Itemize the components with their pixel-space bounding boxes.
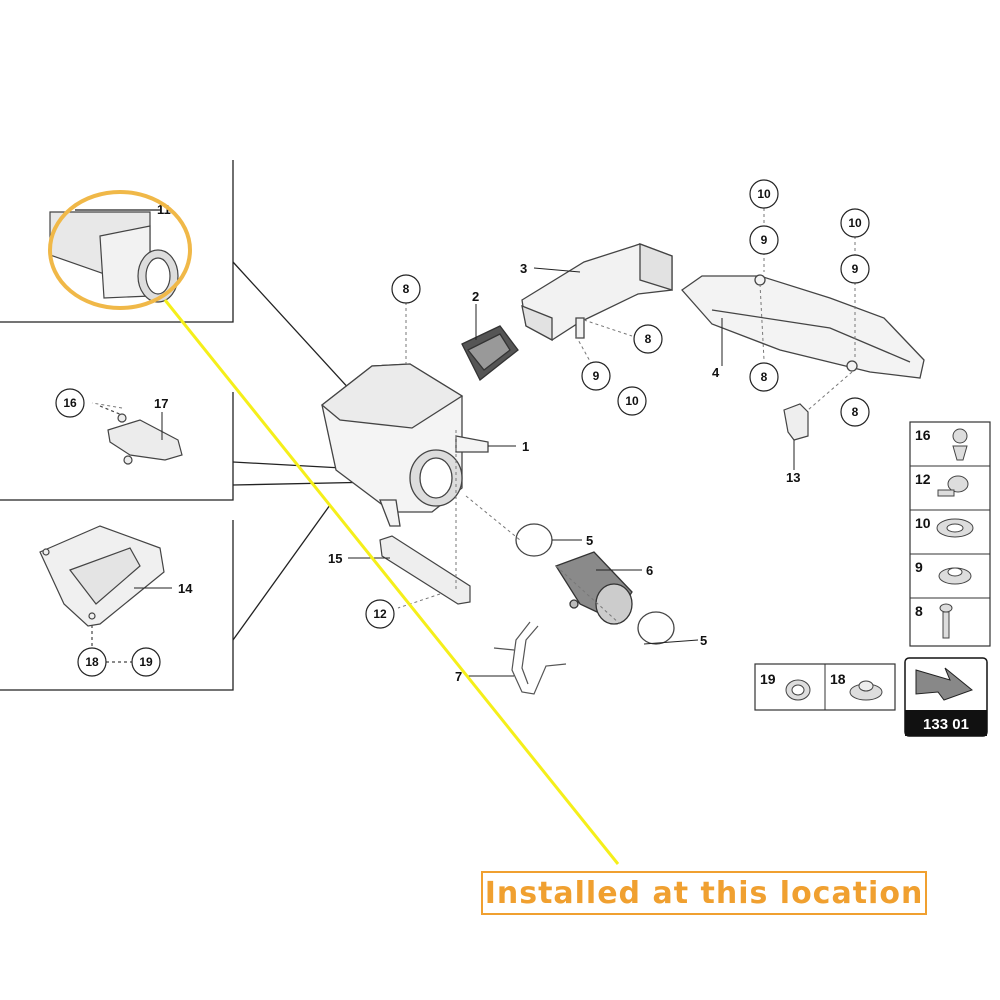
- spacer-icon: [938, 567, 972, 585]
- callout-label-16: 16: [63, 396, 77, 410]
- callout-box: Installed at this location: [481, 871, 927, 915]
- long-duct: [681, 274, 925, 379]
- part-label-4: 4: [712, 365, 720, 380]
- reference-code: 133 01: [923, 716, 969, 733]
- pointer-line: [163, 299, 620, 865]
- part-label-7: 7: [455, 669, 462, 684]
- rubber-sleeve: [555, 551, 633, 625]
- callout-10-top: [749, 179, 779, 209]
- part-label-3: 3: [520, 261, 527, 276]
- intake-duct: [521, 243, 673, 342]
- circled-callouts: [55, 179, 870, 677]
- bellows: [461, 325, 519, 382]
- callout-label-19: 19: [139, 655, 153, 669]
- grommet-icon: [936, 518, 974, 538]
- page-reference-badge: 133 01: [904, 657, 988, 737]
- part-label-5a: 5: [586, 533, 593, 548]
- hose-end-detail: [49, 209, 179, 303]
- nut-icon: [785, 679, 811, 701]
- part-label-2: 2: [472, 289, 479, 304]
- callout-8-right: [840, 397, 870, 427]
- callout-label-10-duct3: 10: [625, 394, 639, 408]
- callout-label-10-right: 10: [848, 216, 862, 230]
- callout-16: [55, 388, 85, 418]
- callout-label-18: 18: [85, 655, 99, 669]
- callout-label-8-duct4: 8: [761, 370, 768, 384]
- callout-label-8-right: 8: [852, 405, 859, 419]
- nut-washer-legend: 19 18: [754, 663, 896, 711]
- callout-8-duct4: [749, 362, 779, 392]
- callout-9-duct3: [581, 361, 611, 391]
- bolt-icon: [937, 475, 969, 497]
- callout-label-9-duct3: 9: [593, 369, 600, 383]
- sensor-detail: [99, 405, 183, 465]
- part-label-17: 17: [154, 396, 168, 411]
- detail-frames: [0, 160, 379, 691]
- circled-callout-labels: 8 8 9 10 10 9 10 9 8 8 16 18 19 12: [63, 187, 862, 669]
- legend-number-8: 8: [915, 603, 923, 619]
- legend-number-16: 16: [915, 427, 931, 443]
- air-filter-housing: [320, 363, 489, 527]
- reference-lines: [91, 208, 856, 625]
- callout-8-duct3: [633, 324, 663, 354]
- fastener-legend: 16 12 10 9 8: [909, 421, 991, 647]
- mount-bracket: [379, 535, 471, 605]
- legend-number-12: 12: [915, 471, 931, 487]
- pipe: [493, 621, 567, 695]
- part-label-14: 14: [178, 581, 193, 596]
- arrow-icon: [915, 667, 974, 701]
- washer-icon: [849, 680, 883, 701]
- part-label-13: 13: [786, 470, 800, 485]
- part-label-1: 1: [522, 439, 529, 454]
- highlight-ring: [48, 190, 192, 310]
- callout-9-top: [749, 225, 779, 255]
- callout-10-duct3: [617, 386, 647, 416]
- callout-label-8-duct3: 8: [645, 332, 652, 346]
- callout-10-right: [840, 208, 870, 238]
- legend-number-9: 9: [915, 559, 923, 575]
- part-label-15: 15: [328, 551, 342, 566]
- callout-label-8-box: 8: [403, 282, 410, 296]
- legend-number-10: 10: [915, 515, 931, 531]
- callout-label-12: 12: [373, 607, 387, 621]
- part-labels: 1 2 3 4 5 5 6 7 11 13 14 15 17: [154, 202, 800, 684]
- screw-icon: [952, 428, 968, 461]
- callout-label-9-top: 9: [761, 233, 768, 247]
- leader-lines: [134, 267, 795, 677]
- callout-18: [77, 647, 107, 677]
- legend-number-19: 19: [760, 671, 776, 687]
- bolt-icon-long: [939, 603, 953, 639]
- part-label-5b: 5: [700, 633, 707, 648]
- callout-8-box: [391, 274, 421, 304]
- callout-label-9-right: 9: [852, 262, 859, 276]
- part-label-6: 6: [646, 563, 653, 578]
- callout-text: Installed at this location: [484, 875, 924, 911]
- legend-number-18: 18: [830, 671, 846, 687]
- callout-19: [131, 647, 161, 677]
- callout-9-right: [840, 254, 870, 284]
- callout-label-10-top: 10: [757, 187, 771, 201]
- callout-12: [365, 599, 395, 629]
- cover-plate-detail: [39, 525, 165, 663]
- bracket: [783, 403, 809, 441]
